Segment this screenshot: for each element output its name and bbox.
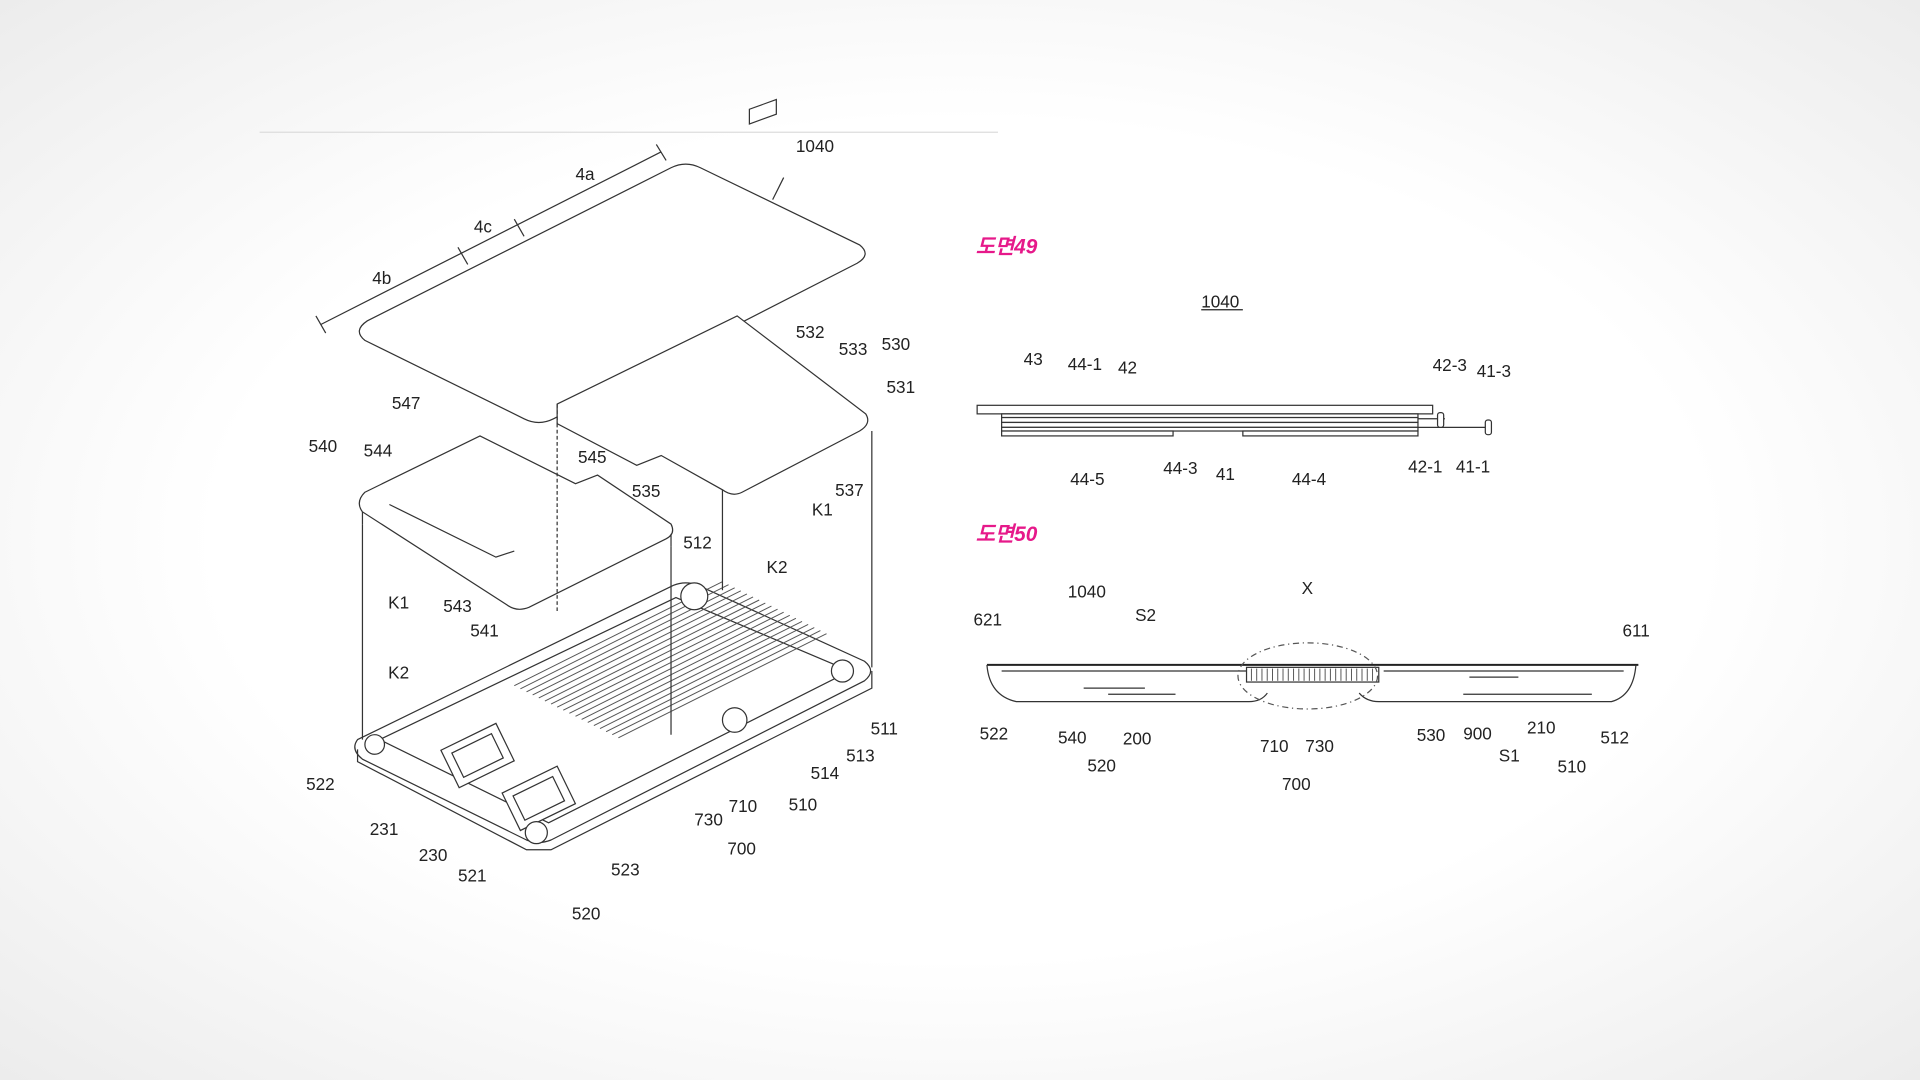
reference-label: 41 — [1216, 464, 1235, 484]
reference-label: 522 — [306, 774, 335, 794]
detail-x-ellipse — [1237, 642, 1379, 710]
reference-label: 42-1 — [1408, 457, 1442, 477]
reference-label: S2 — [1135, 605, 1156, 625]
reference-label: 540 — [1058, 727, 1087, 747]
reference-label: 510 — [1558, 757, 1587, 777]
reference-label: 611 — [1622, 621, 1649, 641]
heat-pipe-line — [618, 633, 827, 739]
reference-label: 537 — [835, 480, 864, 500]
reference-label: 44-3 — [1163, 458, 1197, 478]
reference-label: K1 — [388, 593, 409, 613]
heat-pipe-line — [569, 608, 778, 714]
assembly-lines — [361, 423, 873, 740]
reference-label: 44-4 — [1292, 469, 1327, 489]
reference-label: 210 — [1527, 717, 1556, 737]
reference-label: 531 — [887, 377, 916, 397]
heat-pipe-line — [581, 614, 791, 720]
reference-label: 900 — [1463, 724, 1492, 744]
exploded-view-figure — [315, 98, 873, 851]
heat-pipe-line — [605, 627, 815, 733]
heat-pipe-line — [544, 596, 754, 702]
heat-pipe-line — [587, 617, 797, 723]
reference-label: 700 — [727, 839, 756, 859]
reference-label: 540 — [309, 436, 338, 456]
reference-label: 44-5 — [1070, 469, 1104, 489]
reference-label: 1040 — [1068, 582, 1106, 602]
reference-label: 510 — [789, 795, 818, 815]
reference-label: 710 — [1260, 736, 1289, 756]
reference-label: 41-3 — [1477, 361, 1511, 381]
plate-540 — [358, 435, 674, 610]
reference-label: 533 — [839, 339, 868, 359]
dimension-line — [315, 144, 667, 334]
reference-label: 44-1 — [1068, 354, 1102, 374]
heat-pipe-line — [612, 630, 821, 736]
reference-label: 544 — [364, 441, 393, 461]
heat-pipe-line — [532, 590, 742, 696]
layer-stack-figure — [976, 309, 1493, 437]
reference-label: 230 — [419, 845, 448, 865]
reference-label: 513 — [846, 746, 875, 766]
reference-label: 523 — [611, 860, 640, 880]
reference-label: 530 — [882, 334, 911, 354]
reference-label: 535 — [632, 481, 661, 501]
reference-label: 520 — [1087, 755, 1116, 775]
reference-label: S1 — [1499, 746, 1520, 766]
heat-pipe-line — [550, 599, 760, 705]
reference-label: K2 — [767, 557, 788, 577]
reference-label: 543 — [443, 596, 472, 616]
reference-numeral: 1040 — [1201, 291, 1239, 311]
reference-label: 621 — [973, 610, 1002, 630]
heat-pipe-line — [575, 611, 784, 717]
reference-label: 42-3 — [1433, 355, 1467, 375]
reference-label: 522 — [980, 724, 1009, 744]
reference-label: 42 — [1118, 357, 1137, 377]
reference-label: 521 — [458, 866, 487, 886]
reference-label: 512 — [1600, 727, 1629, 747]
reference-label: 520 — [572, 904, 601, 924]
reference-label: 730 — [694, 809, 723, 829]
heat-pipe-hatching — [514, 581, 827, 739]
heat-pipe-line — [599, 624, 809, 730]
reference-label: 730 — [1305, 736, 1334, 756]
reference-label: 547 — [392, 393, 421, 413]
reference-label: 231 — [370, 819, 399, 839]
heat-pipe-line — [593, 620, 803, 726]
reference-label: 4a — [576, 164, 596, 184]
hinge-hatching — [1250, 668, 1374, 681]
reference-label: 43 — [1024, 349, 1043, 369]
reference-label: X — [1302, 578, 1314, 598]
reference-label: 511 — [871, 719, 898, 739]
reference-label: K1 — [812, 500, 833, 520]
reference-label: 532 — [796, 322, 825, 342]
reference-label: 545 — [578, 447, 607, 467]
reference-label: 710 — [729, 796, 758, 816]
reference-label: 514 — [811, 763, 840, 783]
reference-label: 700 — [1282, 774, 1311, 794]
reference-label: 1040 — [796, 136, 834, 156]
reference-label: 200 — [1123, 728, 1152, 748]
figure-title: 도면49 — [976, 235, 1038, 258]
heat-pipe-line — [563, 605, 772, 711]
reference-label: 41-1 — [1456, 457, 1490, 477]
reference-label: 541 — [470, 621, 499, 641]
reference-label: 512 — [683, 533, 712, 553]
reference-label: 530 — [1417, 725, 1446, 745]
cross-section-figure — [986, 642, 1639, 710]
heat-pipe-line — [556, 602, 766, 708]
reference-label: 4b — [372, 268, 391, 288]
reference-label: 4c — [474, 217, 493, 237]
reference-label: K2 — [388, 662, 409, 682]
figure-title: 도면50 — [976, 523, 1038, 546]
sheet-1040 — [358, 163, 866, 424]
heat-pipe-line — [538, 593, 748, 699]
